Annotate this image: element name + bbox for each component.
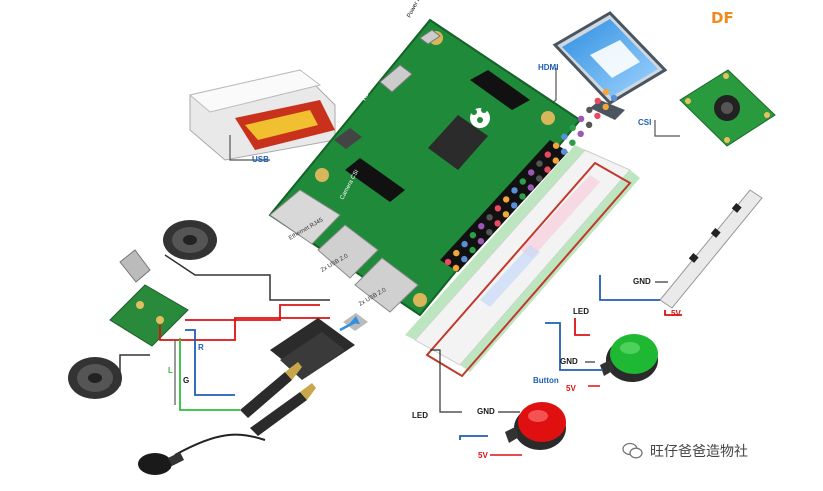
- gpio-pin: [494, 220, 501, 227]
- raspberry-pi-board: [268, 18, 582, 317]
- gpio-pin: [503, 196, 510, 203]
- gpio-pin: [536, 160, 543, 167]
- gpio-pin: [486, 229, 493, 236]
- led-bottom-label: LED: [412, 411, 428, 420]
- gpio-pin: [594, 97, 601, 105]
- monitor-icon: [552, 11, 668, 120]
- gpio-pin: [494, 205, 502, 212]
- printer-icon: [188, 69, 336, 161]
- led-strip-icon: [659, 189, 763, 309]
- arcade-button-icon: [600, 334, 658, 382]
- amplifier-board-icon: [109, 249, 189, 347]
- usb-label: USB: [252, 155, 269, 164]
- gpio-pin: [527, 184, 534, 191]
- v5-top-label: 5V: [566, 384, 576, 393]
- r-label: R: [198, 343, 204, 352]
- gpio-pinout-chart: [405, 145, 640, 378]
- gpio-pin: [469, 246, 476, 254]
- arcade-button-red-icon: [505, 402, 566, 450]
- gpio-pin: [528, 169, 535, 176]
- watermark-text: 旺仔爸爸造物社: [650, 444, 748, 460]
- gpio-pin: [560, 148, 568, 155]
- gpio-pin: [594, 112, 601, 120]
- gnd-bottom-label: GND: [477, 407, 495, 416]
- speaker-icon: [163, 220, 217, 260]
- audio-plug-icon: [240, 362, 316, 436]
- board-power-in: Power In: [406, 0, 422, 19]
- gpio-pin: [444, 258, 452, 266]
- gpio-pin: [452, 264, 460, 272]
- v5-strip-label: 5V: [671, 309, 681, 318]
- gpio-pin: [552, 142, 560, 149]
- l-label: L: [168, 366, 173, 375]
- microphone-icon: [138, 433, 266, 475]
- raspberry-logo: [470, 107, 490, 128]
- gpio-pin: [477, 238, 485, 245]
- camera-module-icon: [679, 69, 776, 147]
- gpio-pin: [453, 249, 460, 257]
- hdmi-label: HDMI: [538, 63, 558, 72]
- gnd-strip-label: GND: [633, 277, 651, 286]
- gpio-pin: [602, 88, 610, 96]
- wechat-icon: [622, 442, 644, 460]
- v5-bottom-label: 5V: [478, 451, 488, 460]
- led-top-label: LED: [573, 307, 589, 316]
- gpio-pin: [536, 175, 543, 182]
- brand-logo: DF: [711, 9, 734, 27]
- gpio-pin: [610, 94, 618, 102]
- watermark: 旺仔爸爸造物社: [622, 441, 748, 461]
- gpio-pin: [544, 166, 551, 173]
- gpio-pin: [569, 139, 576, 146]
- gpio-pin: [552, 157, 559, 164]
- gpio-pin: [519, 178, 526, 185]
- gpio-pin: [511, 202, 518, 209]
- gpio-pin: [511, 187, 518, 194]
- gpio-pin: [461, 240, 468, 248]
- gpio-pin: [561, 133, 568, 140]
- gpio-pin: [519, 193, 526, 200]
- gpio-pin: [469, 232, 477, 239]
- speaker-left-icon: [68, 357, 122, 399]
- gpio-pins: [444, 88, 618, 272]
- gpio-pin: [577, 115, 585, 123]
- gpio-pin: [602, 103, 609, 111]
- gpio-pin: [577, 130, 584, 137]
- button-label: Button: [533, 376, 559, 385]
- gpio-pin: [478, 223, 485, 230]
- gnd-top-label: GND: [560, 357, 578, 366]
- gpio-pin: [586, 106, 593, 114]
- gpio-pin: [544, 151, 551, 158]
- gpio-pin: [461, 255, 468, 263]
- gpio-pin: [585, 121, 593, 128]
- gpio-pin: [569, 124, 576, 131]
- gpio-pin: [486, 214, 493, 221]
- gpio-pin: [502, 211, 510, 218]
- g-label: G: [183, 376, 189, 385]
- csi-label: CSI: [638, 118, 651, 127]
